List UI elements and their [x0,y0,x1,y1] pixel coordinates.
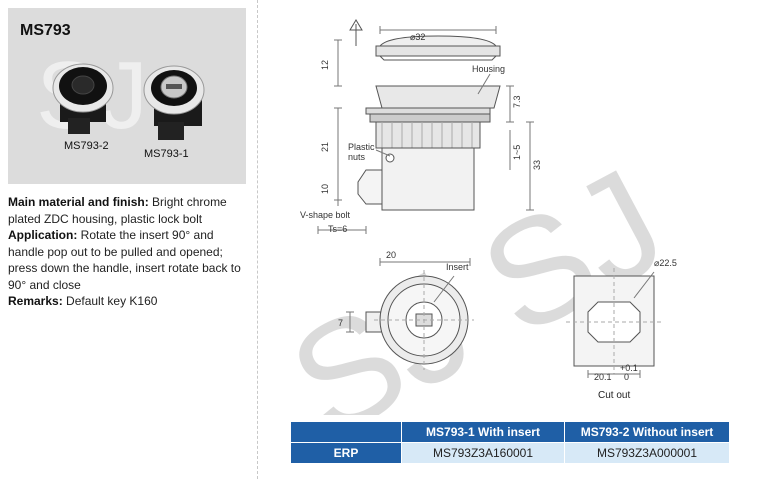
variant-label-ms793-1: MS793-1 [144,148,189,160]
dim-cut-width: 20.1 [594,372,612,382]
erp-value-without-insert: MS793Z3A000001 [564,442,730,464]
dim-10: 10 [320,184,330,194]
erp-value-with-insert: MS793Z3A160001 [401,442,565,464]
desc-material: Main material and finish: Bright chrome … [8,195,227,226]
callout-vshape-bolt: V-shape bolt [300,210,351,220]
side-view-drawing [317,19,534,234]
cutout-drawing [566,268,662,378]
product-photo-illustration: SJ [36,42,205,149]
dim-20: 20 [386,250,396,260]
erp-header-with-insert: MS793-1 With insert [401,421,565,443]
desc-remarks: Remarks: Default key K160 [8,294,158,308]
callout-plastic: Plastic [348,142,375,152]
dim-7: 7 [338,318,343,328]
product-model-title: MS793 [20,22,71,39]
callout-cutout: Cut out [598,390,630,401]
dim-tol-zero: 0 [624,372,629,382]
product-description: Main material and finish: Bright chrome … [8,194,248,310]
dim-tol-plus: +0.1 [620,363,638,373]
product-photo: SJ MS793 MS793-2 MS793-1 [8,8,246,184]
erp-header-row: MS793-1 With insert MS793-2 Without inse… [290,421,730,443]
dim-diameter-32: ⌀32 [410,32,425,42]
dim-33: 33 [532,160,542,170]
lock-ms793-2-image [52,63,114,134]
callout-housing: Housing [472,64,505,74]
variant-label-ms793-2: MS793-2 [64,140,109,152]
front-view-drawing [346,258,474,370]
dim-12: 12 [320,60,330,70]
callout-ts: Ts=6 [328,224,347,234]
callout-nuts: nuts [348,152,366,162]
callout-insert: Insert [446,262,469,272]
erp-value-row: ERP MS793Z3A160001 MS793Z3A000001 [290,442,730,464]
cutout-labels: ⌀22.5 20.1 +0.1 0 Cut out [594,258,677,401]
erp-row-label: ERP [290,442,402,464]
section-divider [257,0,258,479]
technical-drawings: SJ SJ ⌀32 12 21 10 [265,19,689,415]
dim-7-3: 7.3 [512,95,522,108]
side-view-labels: ⌀32 12 21 10 7.3 1~5 33 Housing Plastic … [300,32,542,234]
lock-ms793-1-image [143,65,205,140]
dim-cut-diameter: ⌀22.5 [654,258,677,268]
erp-table: MS793-1 With insert MS793-2 Without inse… [290,421,730,464]
dim-21: 21 [320,142,330,152]
front-view-labels: 20 7 Insert [338,250,469,328]
erp-header-without-insert: MS793-2 Without insert [564,421,730,443]
dim-1-5: 1~5 [512,145,522,160]
desc-application: Application: Rotate the insert 90° and h… [8,228,241,292]
erp-header-empty [290,421,402,443]
